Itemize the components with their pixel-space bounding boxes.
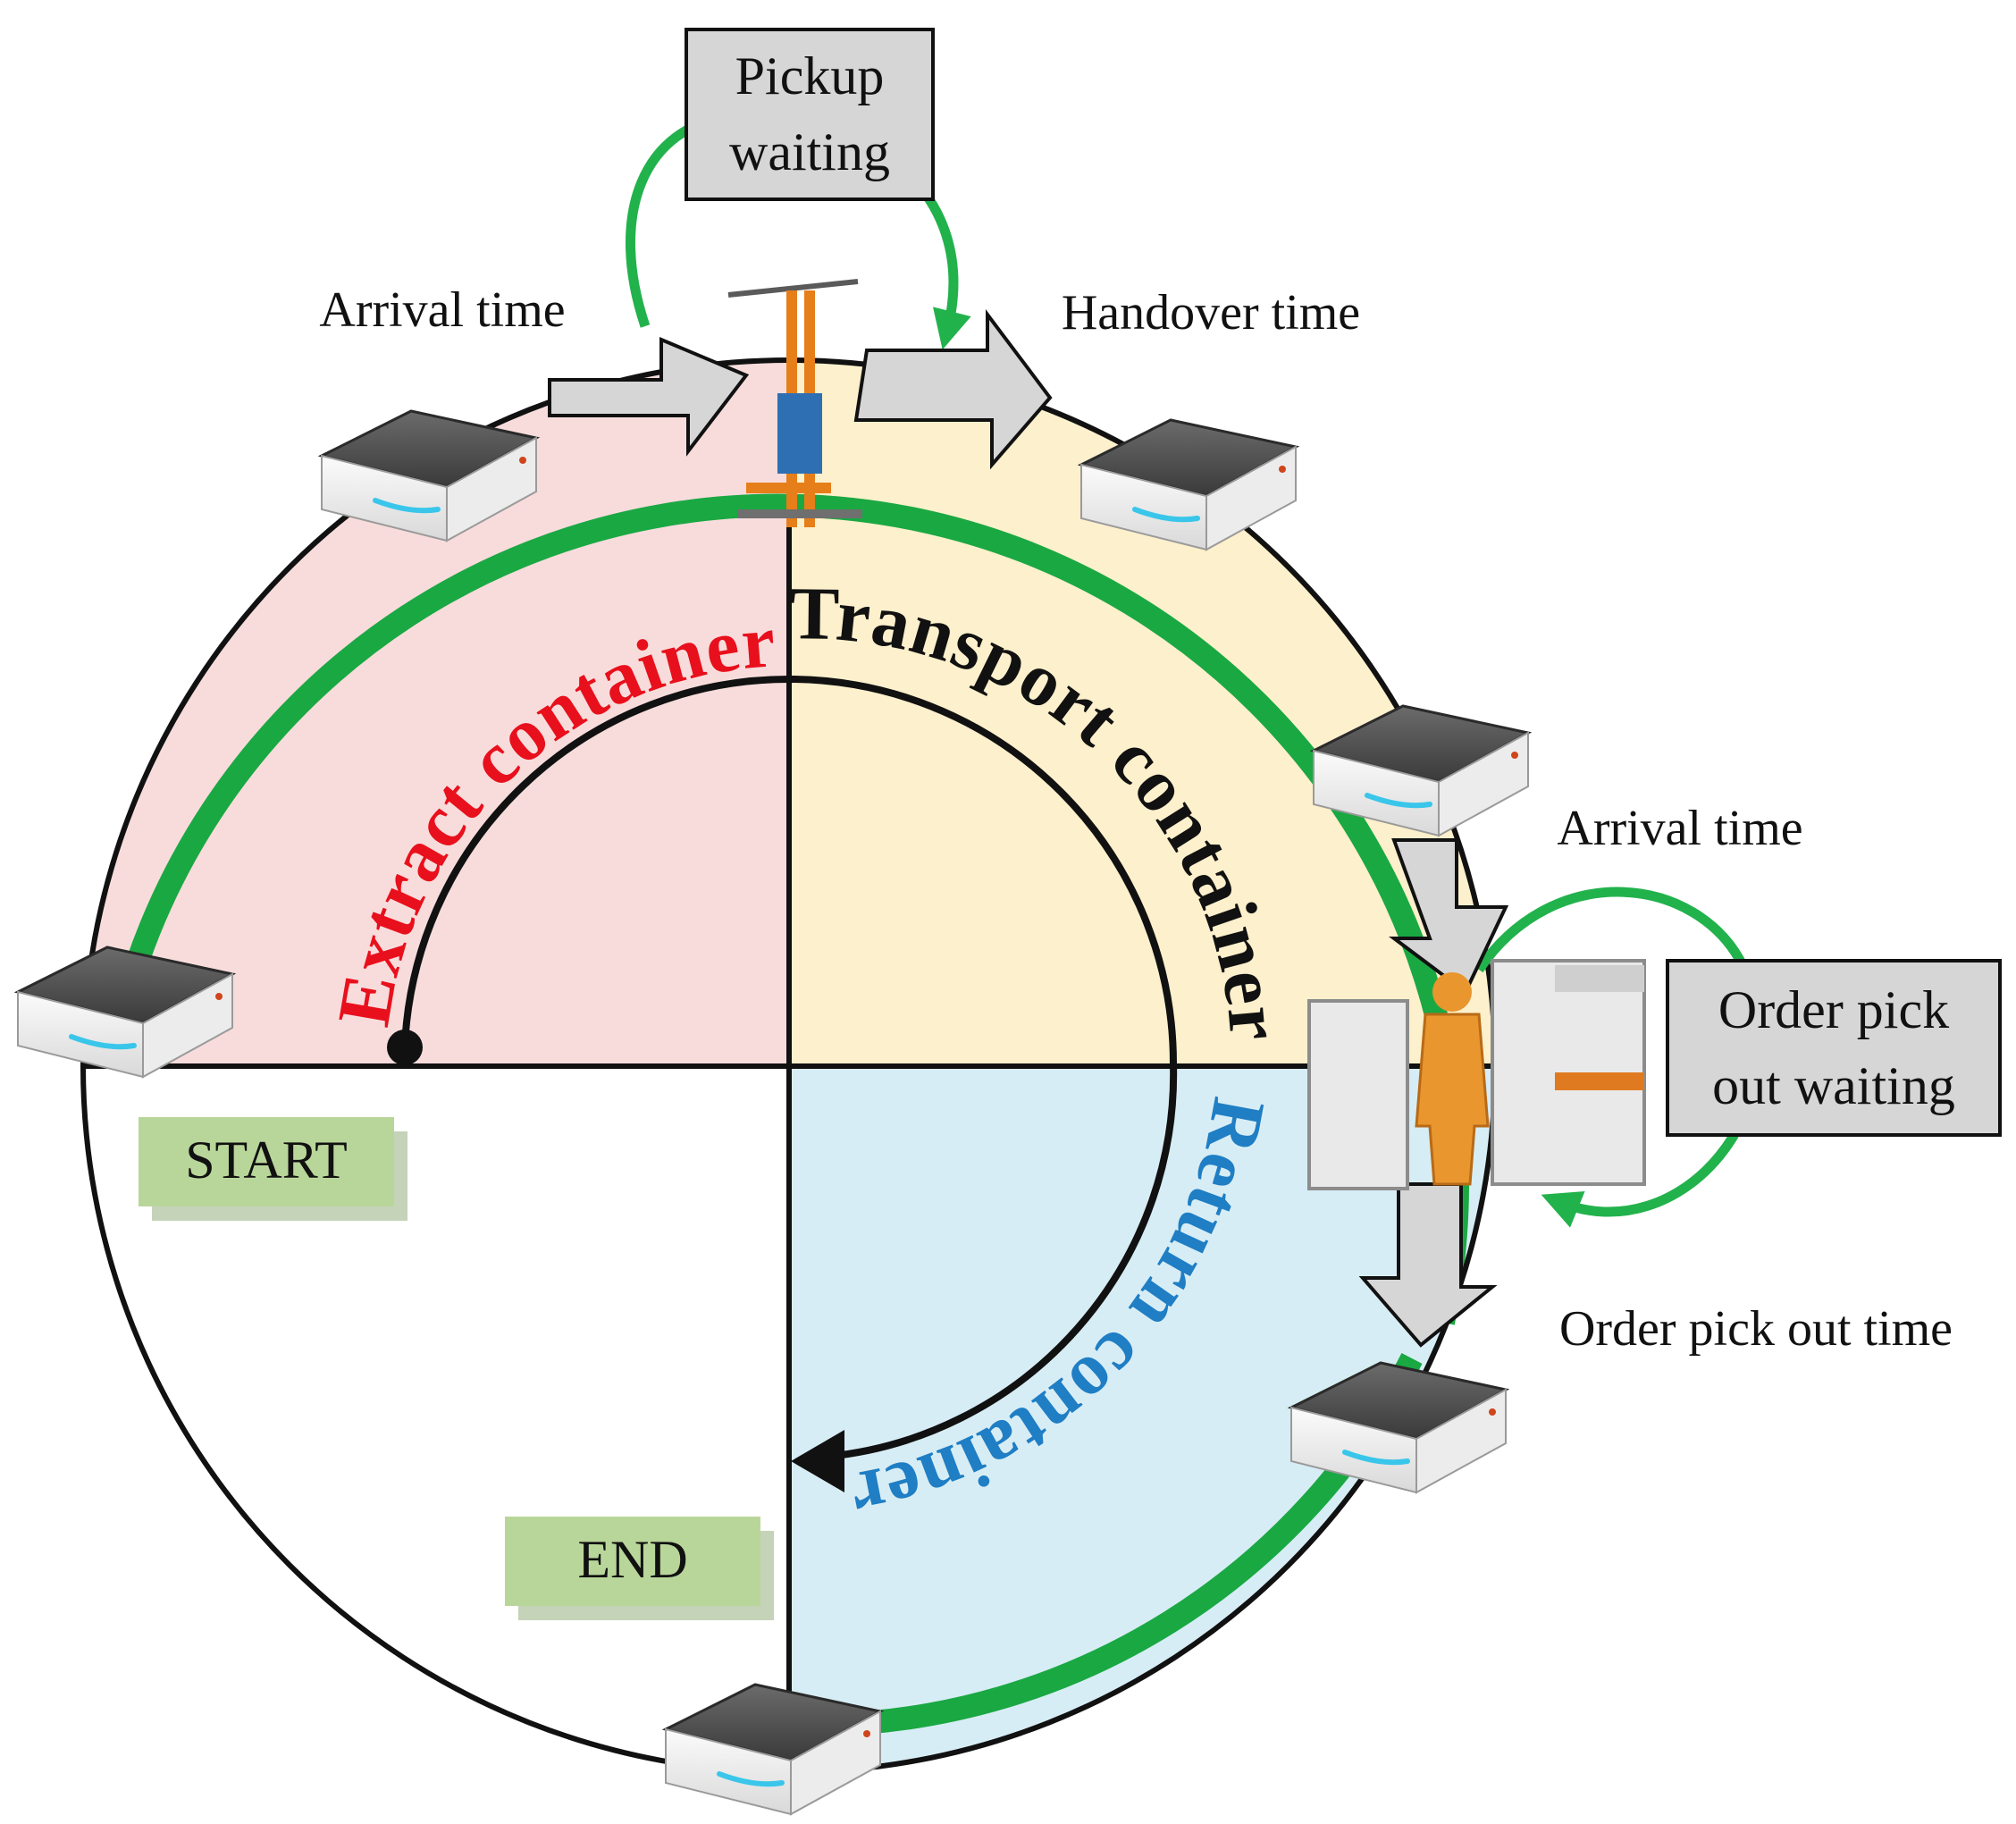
end-tag: END xyxy=(505,1517,774,1620)
pickup-waiting-line-2: waiting xyxy=(729,122,890,181)
handover-time-label: Handover time xyxy=(1062,285,1360,340)
process-arc xyxy=(401,675,1178,1460)
arrival-arrow-top xyxy=(548,336,750,457)
stacker-crane-image xyxy=(727,279,862,527)
picking-station-image xyxy=(1307,959,1646,1190)
end-label: END xyxy=(577,1530,687,1589)
arrival-time-right-label: Arrival time xyxy=(1557,801,1802,856)
order-pick-out-time-label: Order pick out time xyxy=(1559,1301,1953,1357)
pickup-waiting-line-1: Pickup xyxy=(735,46,885,105)
process-arrowhead xyxy=(791,1430,844,1492)
start-tag: START xyxy=(139,1117,407,1221)
start-label: START xyxy=(185,1131,348,1189)
agv-track xyxy=(103,493,1469,1325)
arrival-arrow-right xyxy=(1389,838,1509,996)
order-pick-line-2: out waiting xyxy=(1712,1056,1955,1115)
order-pick-out-arrow xyxy=(1358,1182,1498,1348)
return-quadrant xyxy=(789,1066,1495,1772)
agv-robot-bottom xyxy=(666,1685,880,1814)
handover-arrow xyxy=(853,309,1053,470)
order-pick-line-1: Order pick xyxy=(1718,980,1949,1039)
order-pick-out-waiting-box: Order pick out waiting xyxy=(1666,959,2002,1137)
pickup-waiting-box: Pickup waiting xyxy=(685,28,935,201)
arrival-time-top-label: Arrival time xyxy=(319,282,565,338)
process-start-dot xyxy=(387,1030,423,1065)
